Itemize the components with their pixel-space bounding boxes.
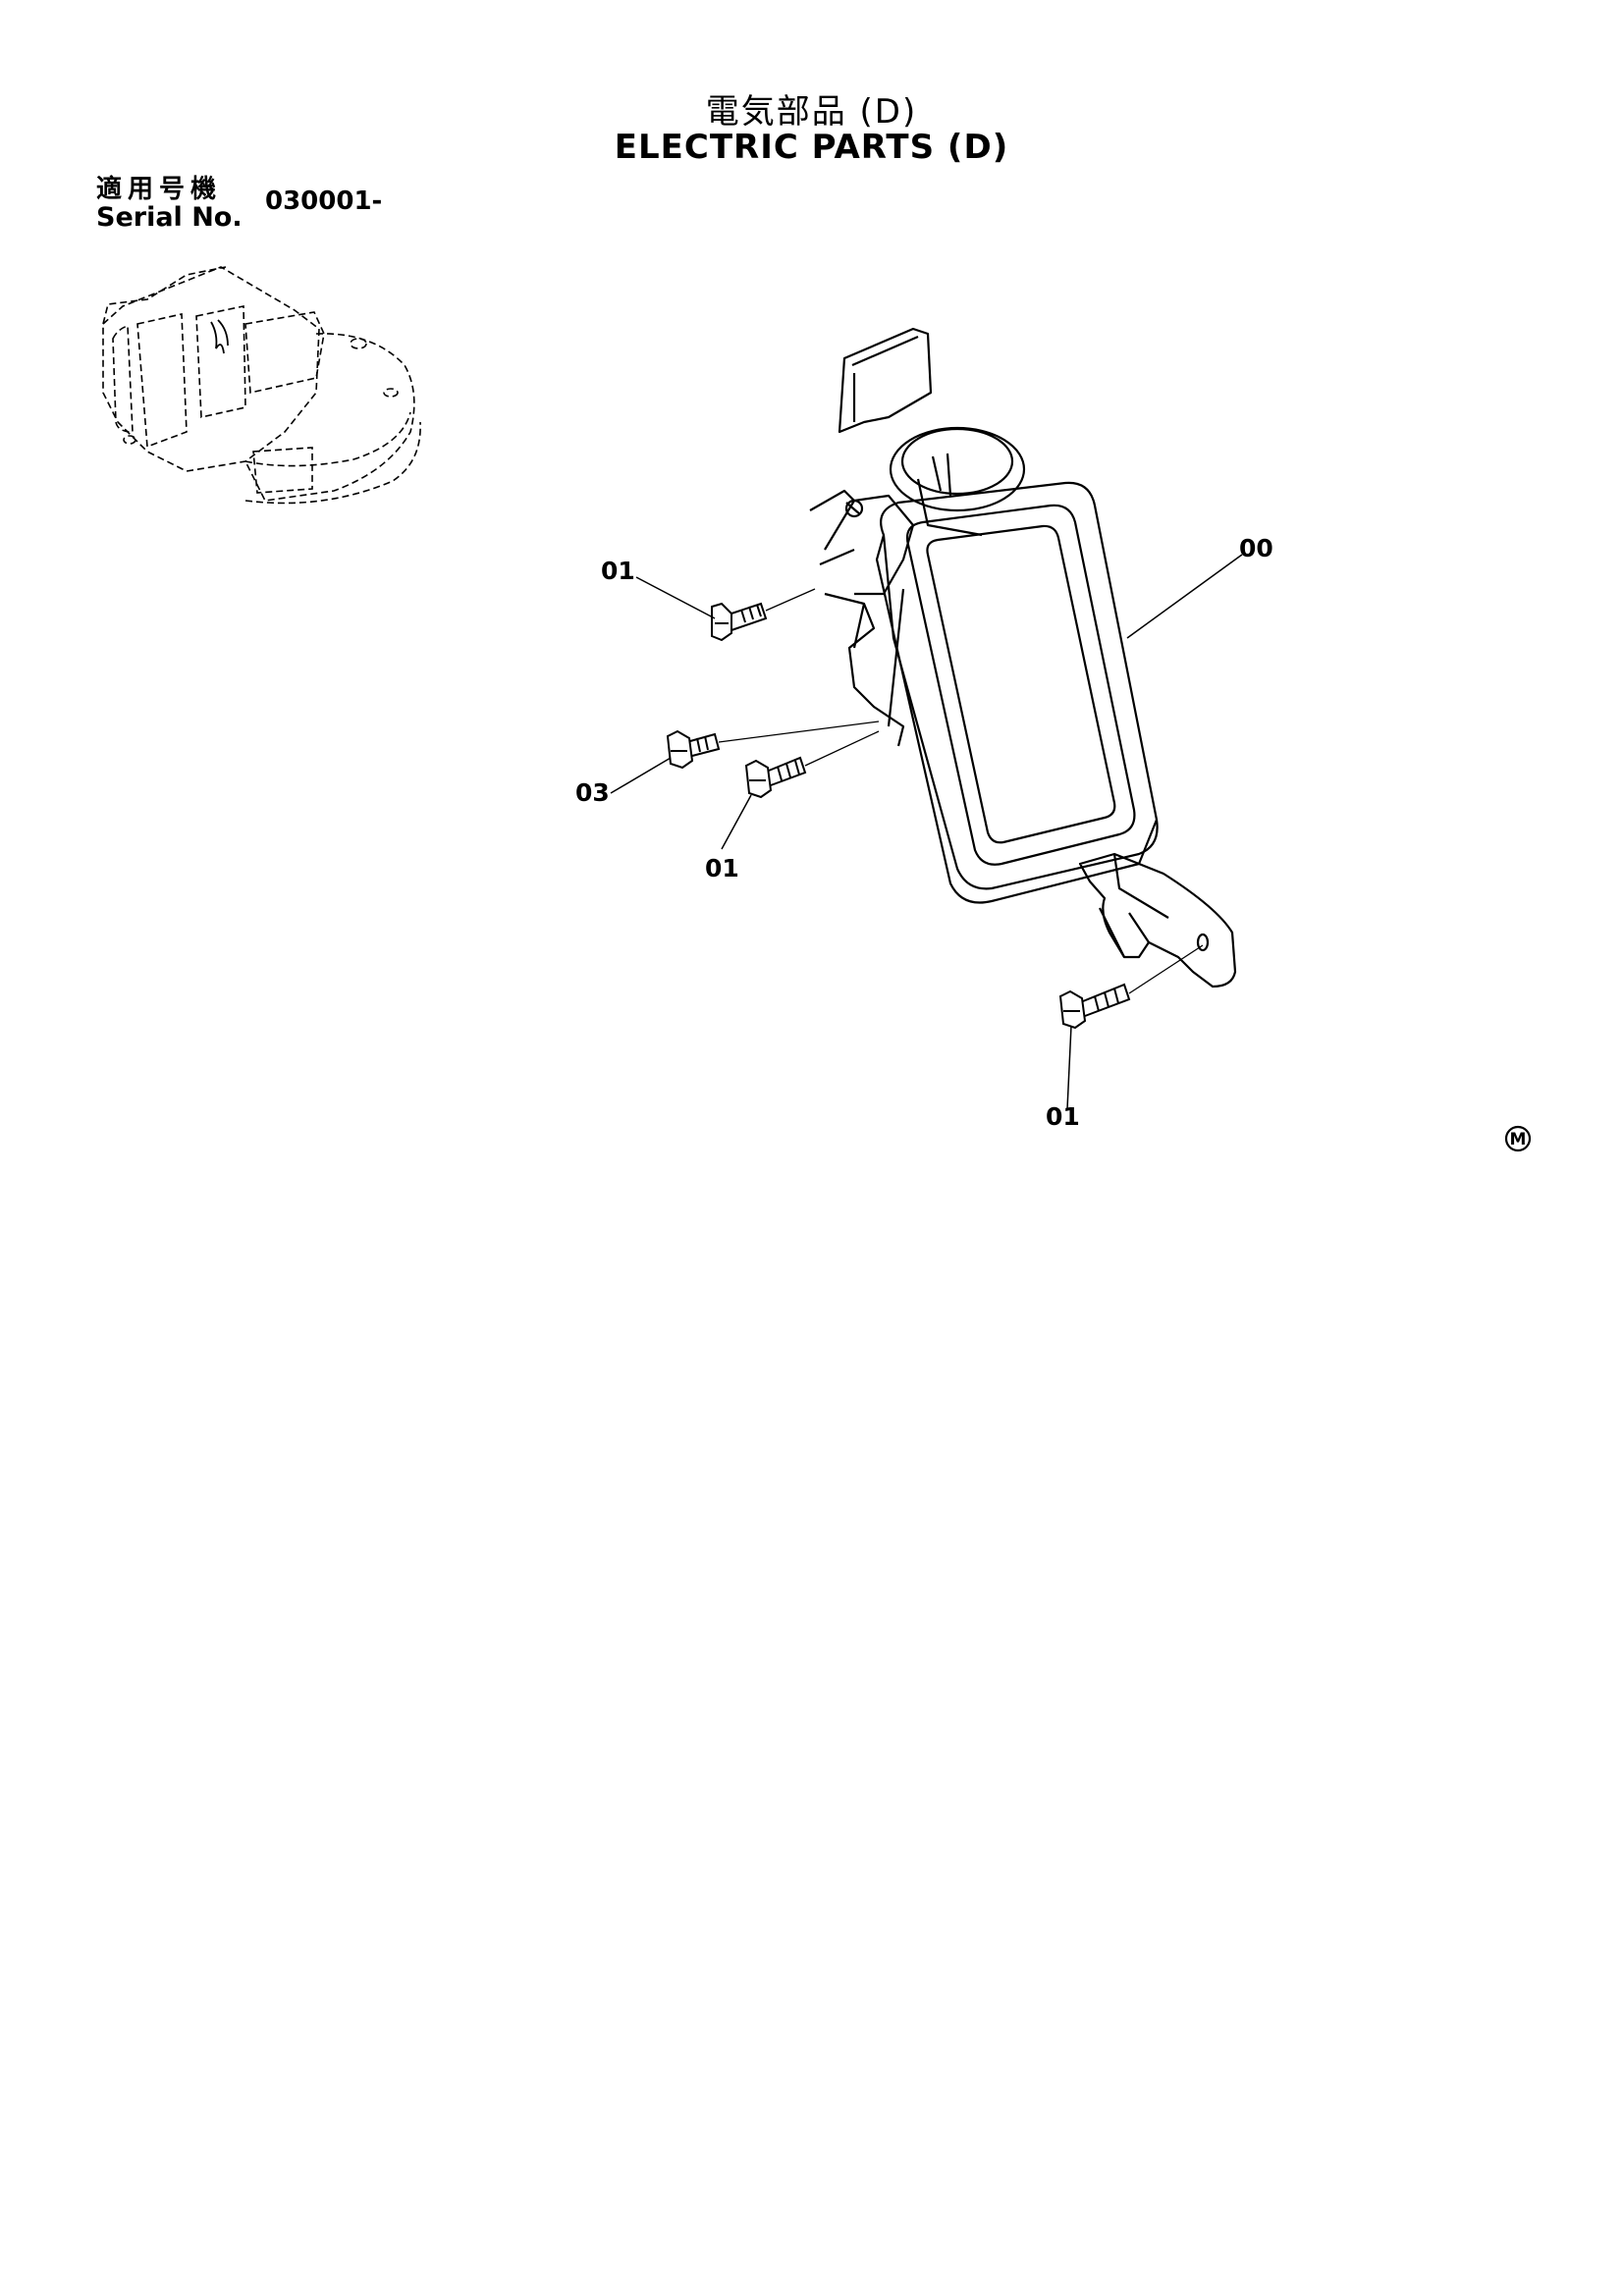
circled-m-mark: M <box>1504 1125 1532 1152</box>
serial-number-value: 030001- <box>265 187 383 216</box>
machine-location-thumbnail <box>102 266 421 505</box>
monitor-assembly-drawing <box>809 327 1237 988</box>
callout-label-01-upper: 01 <box>601 557 635 585</box>
callout-label-01-lower: 01 <box>1046 1102 1080 1131</box>
callout-label-00: 00 <box>1239 534 1273 562</box>
callout-label-01-middle: 01 <box>705 854 739 882</box>
thumbnail-wire-detail <box>210 319 229 354</box>
serial-label-japanese: 適用号機 <box>96 175 223 204</box>
bolt-drawing-upper <box>711 602 768 642</box>
bolt-drawing-lower <box>1058 983 1131 1030</box>
callout-leaders <box>610 554 1243 1110</box>
bolt-drawing-middle <box>744 756 807 799</box>
serial-label-english: Serial No. <box>96 202 243 233</box>
callout-label-03: 03 <box>575 778 610 807</box>
mark-letter: M <box>1510 1130 1527 1149</box>
bolt-drawing-left <box>666 729 721 770</box>
title-english: ELECTRIC PARTS (D) <box>614 128 1009 167</box>
alignment-lines <box>718 588 1204 994</box>
title-japanese: 電気部品 (D) <box>705 92 918 132</box>
